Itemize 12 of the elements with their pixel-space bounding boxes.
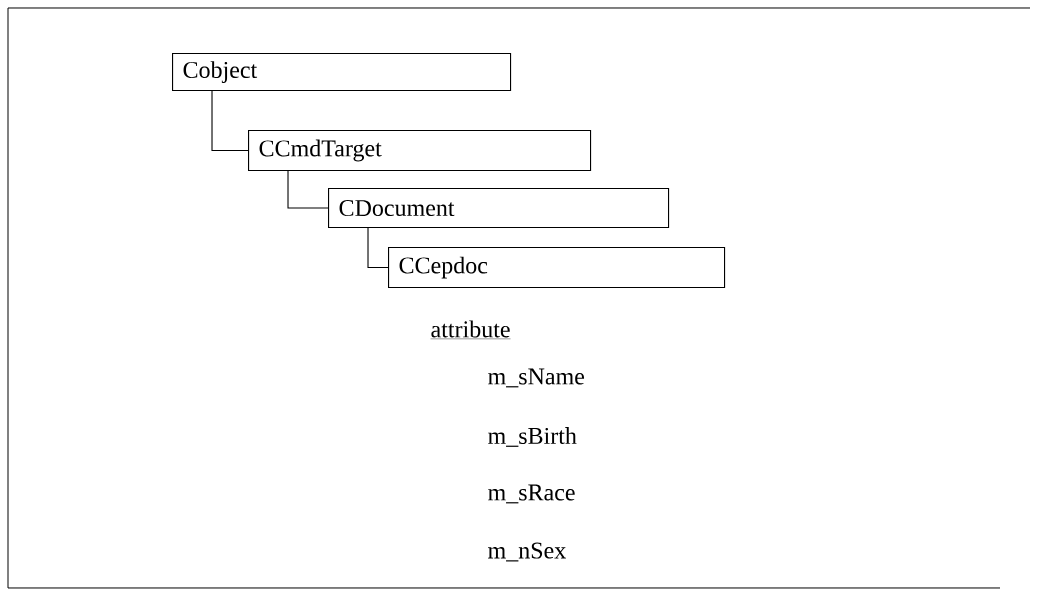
attribute-text: m_sName (488, 368, 585, 388)
connector-line (367, 227, 389, 269)
class-box: Cobject (172, 53, 512, 92)
connector-line (287, 170, 329, 209)
class-box: CDocument (328, 188, 670, 229)
class-box: CCepdoc (388, 247, 726, 289)
attribute-text: m_nSex (488, 542, 566, 562)
connector-line (211, 90, 249, 152)
heading-text: attribute (430, 320, 511, 340)
attribute-text: m_sRace (488, 484, 575, 504)
attribute-text: m_sBirth (488, 427, 577, 447)
class-box: CCmdTarget (248, 130, 592, 172)
